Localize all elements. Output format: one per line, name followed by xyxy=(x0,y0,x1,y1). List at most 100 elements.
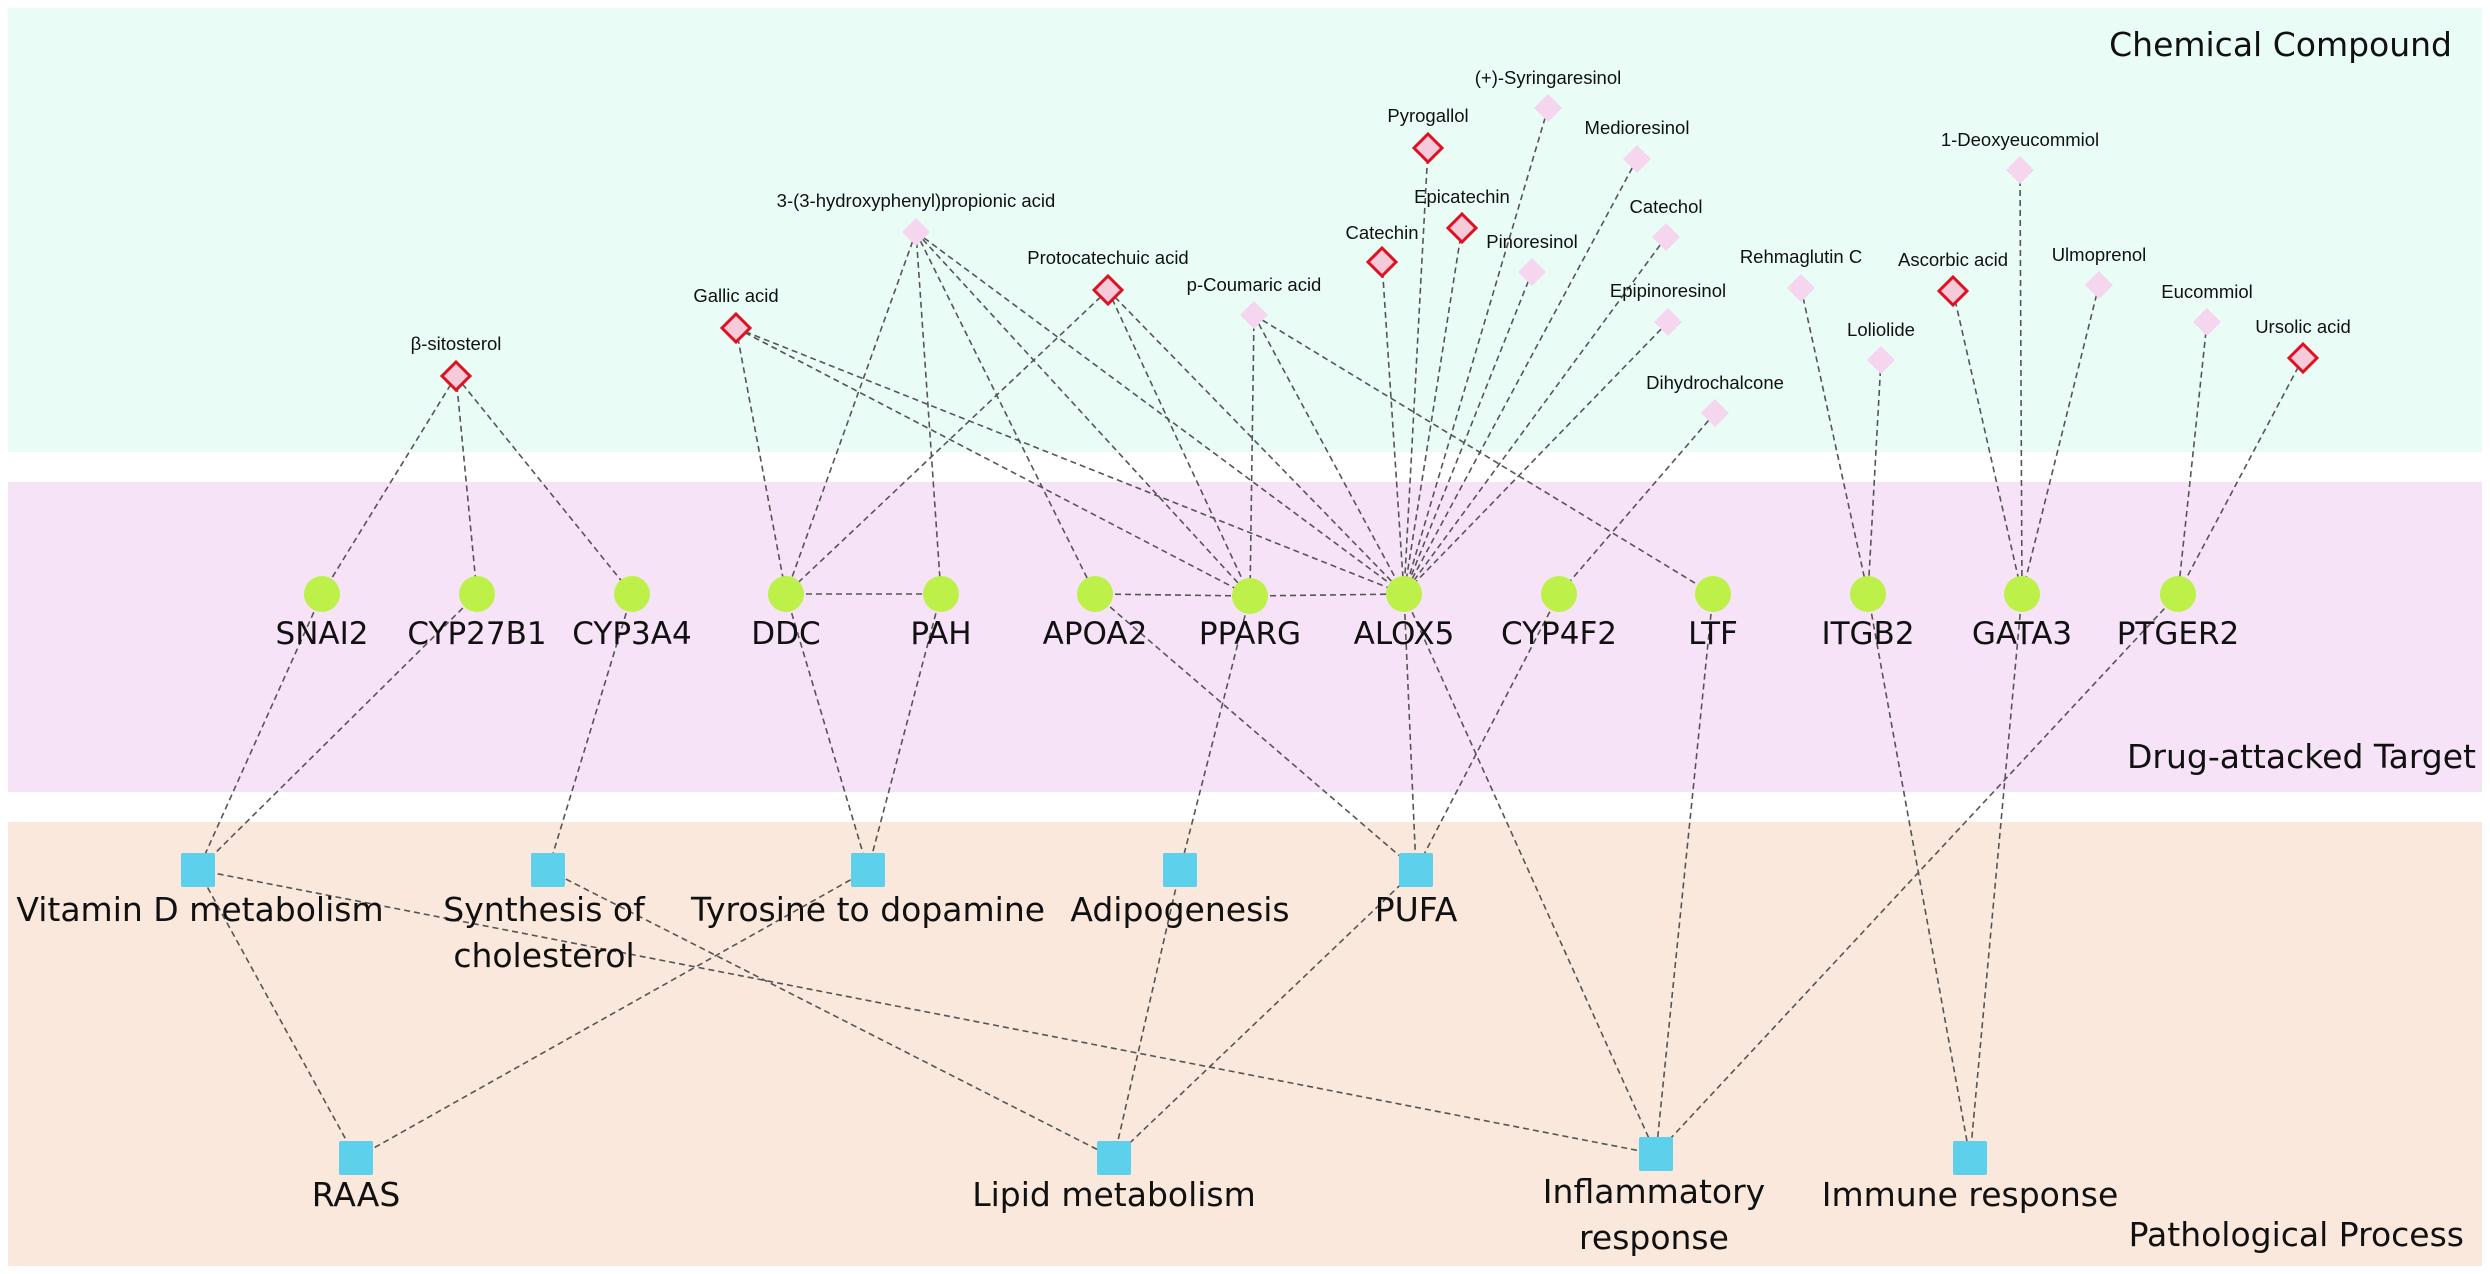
process-label-inflam-line-1: Inflammatory xyxy=(1543,1172,1765,1211)
process-label-raas: RAAS xyxy=(312,1175,401,1214)
compound-label-loliolide: Loliolide xyxy=(1847,319,1915,340)
edge-SNAI2-vitd xyxy=(197,593,323,871)
edge-APOA2-pufa xyxy=(1094,593,1417,871)
target-node-PPARG[interactable] xyxy=(1232,578,1268,614)
target-label-PAH: PAH xyxy=(910,616,971,652)
compound-node-hppa[interactable] xyxy=(902,218,930,246)
target-node-LTF[interactable] xyxy=(1695,576,1731,612)
compound-label-epipinoresinol: Epipinoresinol xyxy=(1610,280,1726,301)
target-node-APOA2[interactable] xyxy=(1077,576,1113,612)
pathological-process-band-title: Pathological Process xyxy=(2129,1215,2464,1254)
edge-gallic_acid-PPARG xyxy=(735,327,1251,597)
target-node-PTGER2[interactable] xyxy=(2160,576,2196,612)
process-label-adipo: Adipogenesis xyxy=(1070,890,1289,929)
target-label-CYP3A4: CYP3A4 xyxy=(572,616,691,652)
edge-PPARG-ALOX5 xyxy=(1249,593,1405,597)
edge-protocatechuic-DDC xyxy=(785,289,1109,595)
edge-ITGB2-immune xyxy=(1867,593,1971,1159)
drug-attacked-target-band xyxy=(8,482,2482,792)
target-label-PPARG: PPARG xyxy=(1199,616,1301,652)
edge-chol-lipid xyxy=(547,869,1115,1159)
edge-loliolide-ITGB2 xyxy=(1867,359,1882,595)
chemical-compound-band xyxy=(8,8,2482,452)
edge-vitd-raas xyxy=(197,869,357,1159)
target-node-DDC[interactable] xyxy=(768,576,804,612)
compound-label-medioresinol: Medioresinol xyxy=(1585,117,1690,138)
process-node-immune[interactable] xyxy=(1953,1141,1987,1175)
process-node-lipid[interactable] xyxy=(1097,1141,1131,1175)
edge-tyr-raas xyxy=(355,869,869,1159)
compound-node-catechol[interactable] xyxy=(1652,223,1680,251)
target-label-CYP27B1: CYP27B1 xyxy=(407,616,546,652)
compound-node-epipinoresinol[interactable] xyxy=(1654,308,1682,336)
chemical-compound-band-title: Chemical Compound xyxy=(2109,25,2452,64)
compound-node-catechin[interactable] xyxy=(1365,245,1399,279)
target-label-ALOX5: ALOX5 xyxy=(1354,616,1455,652)
target-node-CYP27B1[interactable] xyxy=(459,576,495,612)
compound-node-pyrogallol[interactable] xyxy=(1411,131,1445,165)
compound-node-ulmoprenol[interactable] xyxy=(2085,271,2113,299)
compound-node-loliolide[interactable] xyxy=(1867,346,1895,374)
process-node-vitd[interactable] xyxy=(181,853,215,887)
compound-node-epicatechin[interactable] xyxy=(1445,211,1479,245)
edge-ALOX5-inflam xyxy=(1403,593,1657,1155)
target-node-PAH[interactable] xyxy=(923,576,959,612)
edge-hppa-APOA2 xyxy=(915,231,1096,595)
edge-pyrogallol-ALOX5 xyxy=(1403,147,1429,595)
edge-protocatechuic-PPARG xyxy=(1107,289,1251,597)
target-label-ITGB2: ITGB2 xyxy=(1821,616,1914,652)
compound-label-hppa: 3-(3-hydroxyphenyl)propionic acid xyxy=(777,190,1056,211)
edge-p_coumaric-ALOX5 xyxy=(1253,314,1405,595)
compound-node-medioresinol[interactable] xyxy=(1623,145,1651,173)
compound-node-beta_sitosterol[interactable] xyxy=(439,359,473,393)
compound-node-pinoresinol[interactable] xyxy=(1518,258,1546,286)
edge-hppa-DDC xyxy=(785,231,917,595)
compound-label-rehmaglutin: Rehmaglutin C xyxy=(1740,246,1862,267)
process-label-vitd: Vitamin D metabolism xyxy=(16,890,383,929)
process-node-chol[interactable] xyxy=(531,853,565,887)
target-node-SNAI2[interactable] xyxy=(304,576,340,612)
compound-node-ursolic[interactable] xyxy=(2286,341,2320,375)
compound-node-eucommiol[interactable] xyxy=(2193,308,2221,336)
compound-label-ulmoprenol: Ulmoprenol xyxy=(2052,244,2147,265)
compound-label-pyrogallol: Pyrogallol xyxy=(1387,105,1468,126)
compound-label-catechol: Catechol xyxy=(1629,196,1702,217)
target-node-CYP3A4[interactable] xyxy=(614,576,650,612)
edge-PAH-tyr xyxy=(867,593,942,871)
compound-node-dihydrochalcone[interactable] xyxy=(1701,399,1729,427)
edge-vitd-inflam xyxy=(197,869,1657,1155)
target-label-APOA2: APOA2 xyxy=(1043,616,1148,652)
compound-node-deoxyeucommiol[interactable] xyxy=(2006,156,2034,184)
compound-node-syringaresinol[interactable] xyxy=(1534,94,1562,122)
target-node-ALOX5[interactable] xyxy=(1386,576,1422,612)
compound-label-ascorbic: Ascorbic acid xyxy=(1898,249,2008,270)
process-node-raas[interactable] xyxy=(339,1141,373,1175)
edge-medioresinol-ALOX5 xyxy=(1403,158,1638,595)
compound-node-gallic_acid[interactable] xyxy=(719,311,753,345)
edge-CYP3A4-chol xyxy=(547,593,633,871)
compound-node-rehmaglutin[interactable] xyxy=(1787,274,1815,302)
edge-hppa-PAH xyxy=(915,231,942,595)
edge-hppa-PPARG xyxy=(915,231,1251,597)
compound-label-dihydrochalcone: Dihydrochalcone xyxy=(1646,372,1784,393)
target-label-CYP4F2: CYP4F2 xyxy=(1501,616,1617,652)
process-node-pufa[interactable] xyxy=(1399,853,1433,887)
bands-layer: Chemical Compound Drug-attacked Target P… xyxy=(8,8,2482,1266)
compound-label-gallic_acid: Gallic acid xyxy=(693,285,778,306)
compound-label-beta_sitosterol: β-sitosterol xyxy=(411,333,502,354)
pathological-process-band xyxy=(8,822,2482,1266)
process-label-immune: Immune response xyxy=(1822,1175,2119,1214)
target-node-GATA3[interactable] xyxy=(2004,576,2040,612)
compound-label-protocatechuic: Protocatechuic acid xyxy=(1027,247,1188,268)
compound-node-ascorbic[interactable] xyxy=(1936,274,1970,308)
process-node-adipo[interactable] xyxy=(1163,853,1197,887)
process-node-inflam[interactable] xyxy=(1639,1137,1673,1171)
edge-epipinoresinol-ALOX5 xyxy=(1403,321,1669,595)
compound-node-p_coumaric[interactable] xyxy=(1240,301,1268,329)
target-node-CYP4F2[interactable] xyxy=(1541,576,1577,612)
edge-catechin-ALOX5 xyxy=(1381,261,1405,595)
target-node-ITGB2[interactable] xyxy=(1850,576,1886,612)
compound-node-protocatechuic[interactable] xyxy=(1091,273,1125,307)
process-node-tyr[interactable] xyxy=(851,853,885,887)
